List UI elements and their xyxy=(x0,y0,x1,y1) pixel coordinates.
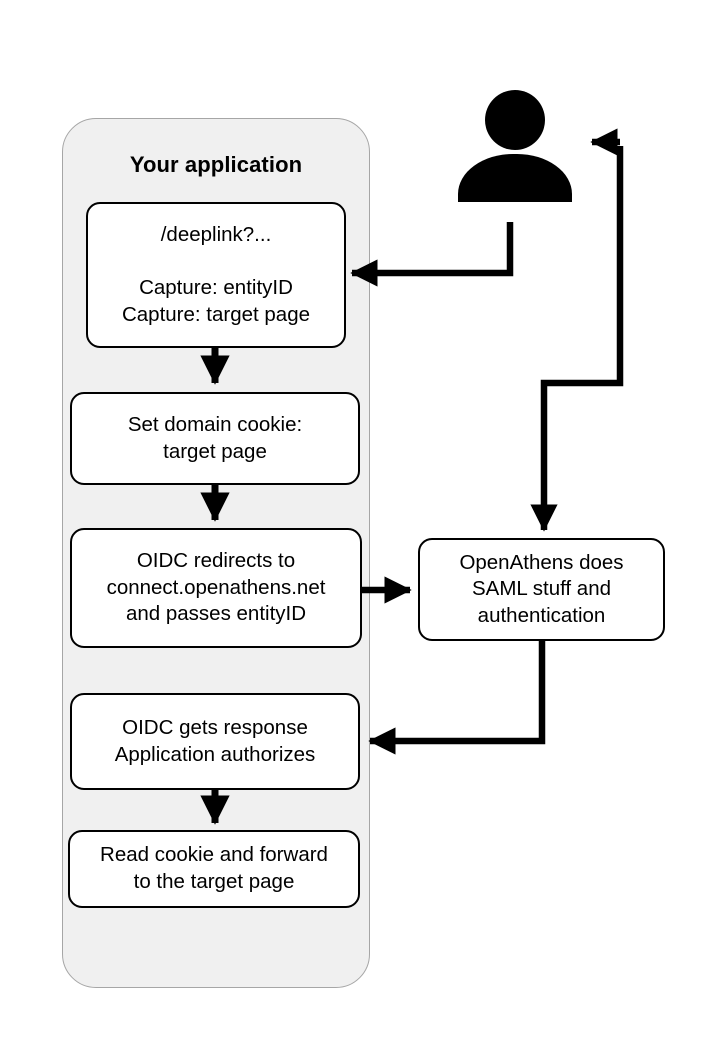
node-oidc-redirects[interactable]: OIDC redirects to connect.openathens.net… xyxy=(70,528,362,648)
node-read-cookie-label: Read cookie and forward to the target pa… xyxy=(100,843,328,893)
edge-rail-to-openathens xyxy=(530,146,624,532)
edge-openathens-to-oidc-response xyxy=(368,641,546,755)
node-set-domain-cookie-label: Set domain cookie: target page xyxy=(127,412,303,463)
user-head-icon xyxy=(485,90,545,150)
node-oidc-gets-response[interactable]: OIDC gets response Application authorize… xyxy=(70,693,360,790)
node-deeplink-label: /deeplink?... Capture: entityID Capture:… xyxy=(121,222,311,326)
group-title-your-application: Your application xyxy=(129,152,303,177)
node-oidc-gets-response-label: OIDC gets response Application authorize… xyxy=(114,715,316,766)
edge-user-to-deeplink xyxy=(350,222,514,287)
node-oidc-redirects-label: OIDC redirects to connect.openathens.net… xyxy=(106,549,326,626)
node-openathens[interactable]: OpenAthens does SAML stuff and authentic… xyxy=(418,538,665,641)
node-openathens-label: OpenAthens does SAML stuff and authentic… xyxy=(459,550,624,627)
node-set-domain-cookie[interactable]: Set domain cookie: target page xyxy=(70,392,360,485)
node-deeplink[interactable]: /deeplink?... Capture: entityID Capture:… xyxy=(86,202,346,348)
user-body-icon xyxy=(458,154,572,202)
node-read-cookie[interactable]: Read cookie and forward to the target pa… xyxy=(68,830,360,908)
user-actor xyxy=(458,90,572,202)
